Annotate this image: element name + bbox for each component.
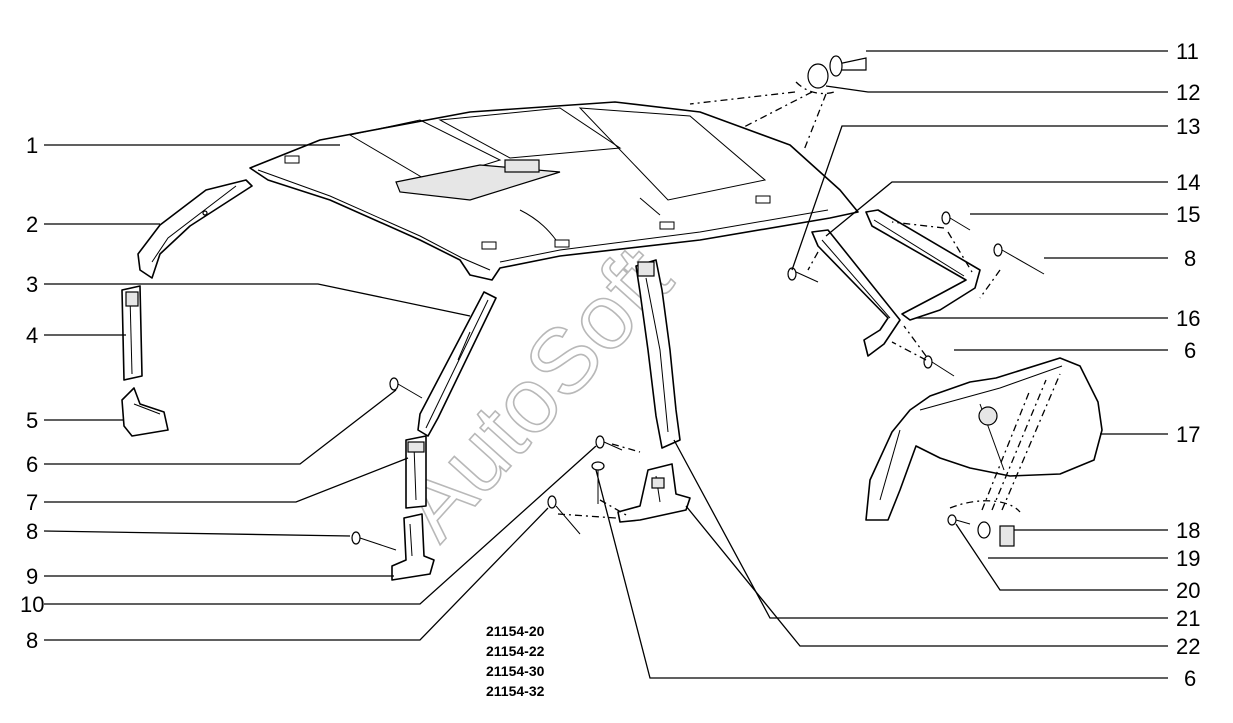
model-code-4: 21154-32: [486, 683, 545, 699]
callout-11: 11: [1176, 39, 1199, 64]
screw-6-left: [389, 377, 423, 399]
part-16: [865, 209, 981, 321]
screw-8-right: [993, 243, 1045, 275]
model-code-1: 21154-20: [486, 623, 545, 639]
callout-13: 13: [1176, 114, 1200, 139]
clip-18: [999, 525, 1015, 547]
part-headliner: [249, 101, 859, 281]
callout-10: 10: [20, 592, 44, 617]
callout-8: 8: [26, 519, 38, 544]
callout-9: 9: [26, 564, 38, 589]
part-21: [635, 259, 681, 449]
callout-15: 15: [1176, 202, 1200, 227]
screw-15: [941, 211, 971, 231]
callout-16: 16: [1176, 306, 1200, 331]
callout-3: 3: [26, 272, 38, 297]
leader-lines: [43, 50, 1168, 679]
callout-8-right: 8: [1184, 246, 1196, 271]
washer-19: [977, 521, 991, 539]
callout-12: 12: [1176, 80, 1200, 105]
screw-10: [595, 435, 623, 451]
callout-6-right: 6: [1184, 338, 1196, 363]
screw-6-right: [923, 355, 955, 377]
part-7: [405, 435, 427, 509]
screw-13: [787, 267, 819, 283]
fastener-12: [807, 63, 829, 89]
part-4: [121, 285, 143, 381]
callout-6-bottom: 6: [1184, 666, 1196, 691]
screw-8-mid: [547, 495, 581, 535]
callout-2: 2: [26, 212, 38, 237]
fastener-11: [829, 55, 867, 77]
part-5: [121, 387, 169, 437]
callout-20: 20: [1176, 578, 1200, 603]
part-2: [137, 179, 253, 279]
callout-14: 14: [1176, 170, 1200, 195]
part-9: [391, 513, 435, 581]
model-codes: 21154-20 21154-22 21154-30 21154-32: [486, 623, 545, 699]
part-22: [617, 463, 691, 523]
callout-6: 6: [26, 452, 38, 477]
model-code-3: 21154-30: [486, 663, 545, 679]
callout-17: 17: [1176, 422, 1200, 447]
callout-7: 7: [26, 490, 38, 515]
callout-4: 4: [26, 323, 38, 348]
part-14: [811, 229, 901, 357]
callout-1: 1: [26, 133, 38, 158]
part-17: [865, 357, 1103, 521]
screw-6-mid: [591, 461, 605, 504]
callout-19: 19: [1176, 546, 1200, 571]
screw-20: [947, 514, 971, 526]
part-3: [417, 291, 497, 437]
callouts-right: 11 12 13 14 15 8 16 6 17 18 19 20 21 22 …: [1176, 39, 1200, 691]
callout-5: 5: [26, 408, 38, 433]
callout-21: 21: [1176, 606, 1200, 631]
callouts-left: 1 2 3 4 5 6 7 8 9 10 8: [20, 133, 44, 653]
model-code-2: 21154-22: [486, 643, 545, 659]
callout-22: 22: [1176, 634, 1200, 659]
screw-8-left: [351, 531, 397, 551]
callout-18: 18: [1176, 518, 1200, 543]
callout-8-lower: 8: [26, 628, 38, 653]
